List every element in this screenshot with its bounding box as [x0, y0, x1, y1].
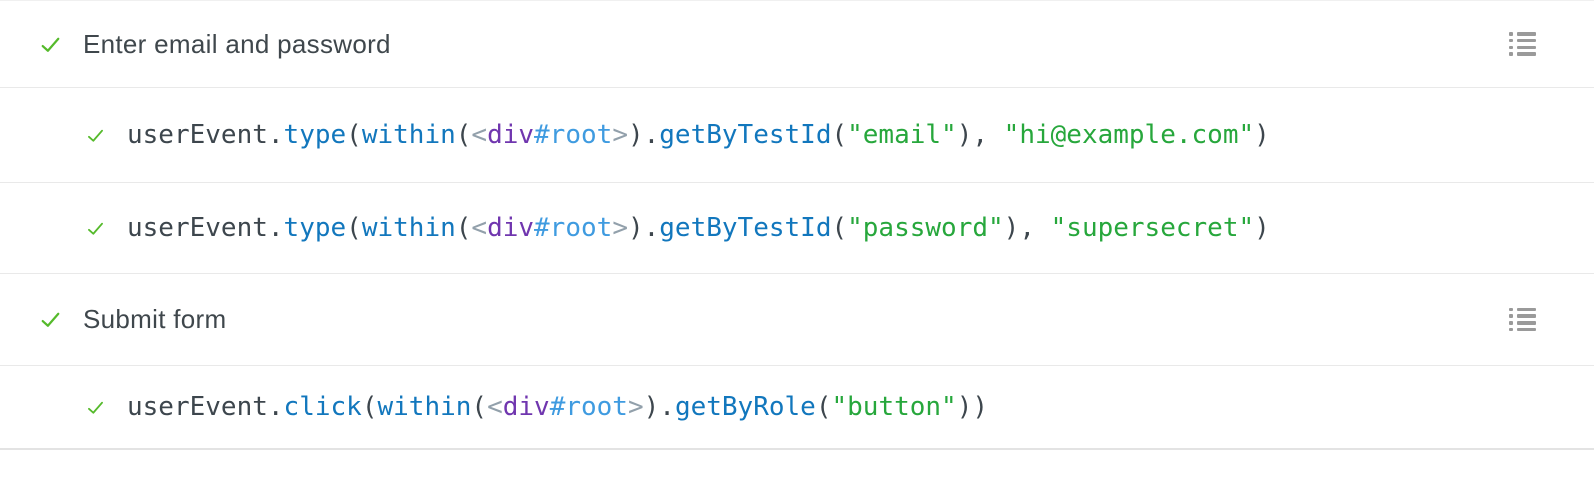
code-token-plain: ): [1254, 213, 1270, 243]
code-token-bracket: <: [471, 213, 488, 243]
step-row-submit-form[interactable]: Submit form: [0, 274, 1594, 366]
code-token-plain: ).: [627, 213, 660, 243]
code-token-bracket: >: [627, 392, 644, 422]
code-token-plain: (: [346, 213, 362, 243]
code-token-plain: (: [831, 213, 848, 243]
check-icon: [38, 32, 63, 57]
assertion-row[interactable]: userEvent.type(within(<div#root>).getByT…: [0, 183, 1594, 274]
code-token-plain: ),: [1003, 213, 1051, 243]
code-token-bracket: <: [487, 392, 503, 422]
code-token-method: click: [283, 392, 362, 422]
code-token-string: "email": [847, 120, 957, 150]
code-token-tag: div: [487, 120, 535, 150]
code-line: userEvent.click(within(<div#root>).getBy…: [127, 392, 988, 422]
code-token-plain: (: [361, 392, 378, 422]
code-token-method: within: [361, 213, 456, 243]
code-token-plain: userEvent.: [127, 392, 284, 422]
code-token-method: type: [283, 213, 347, 243]
code-token-string: "password": [847, 213, 1004, 243]
code-token-tag: div: [502, 392, 550, 422]
code-token-method: getByRole: [674, 392, 816, 422]
code-token-plain: ),: [956, 120, 1004, 150]
code-token-tag: div: [487, 213, 535, 243]
code-line: userEvent.type(within(<div#root>).getByT…: [127, 120, 1270, 150]
code-token-bracket: <: [471, 120, 488, 150]
list-icon-line: [1509, 314, 1536, 318]
code-token-string: "supersecret": [1050, 213, 1255, 243]
test-steps-panel: Enter email and password userEvent.type(…: [0, 0, 1594, 450]
code-token-id: #root: [534, 213, 613, 243]
check-icon: [38, 307, 63, 332]
check-icon: [85, 125, 106, 146]
code-token-method: within: [377, 392, 472, 422]
list-icon-line: [1509, 38, 1536, 43]
code-token-plain: (: [831, 120, 848, 150]
code-token-plain: ).: [627, 120, 660, 150]
assertion-row[interactable]: userEvent.click(within(<div#root>).getBy…: [0, 366, 1594, 450]
list-icon[interactable]: [1509, 32, 1536, 56]
code-token-plain: (: [455, 120, 472, 150]
list-icon-line: [1509, 307, 1536, 311]
code-token-id: #root: [534, 120, 613, 150]
list-icon-line: [1509, 45, 1536, 50]
assertion-row[interactable]: userEvent.type(within(<div#root>).getByT…: [0, 88, 1594, 183]
code-token-string: "hi@example.com": [1003, 120, 1255, 150]
step-row-enter-email-and-password[interactable]: Enter email and password: [0, 1, 1594, 88]
code-token-method: getByTestId: [659, 120, 832, 150]
check-icon: [85, 397, 106, 418]
list-icon-line: [1509, 32, 1536, 36]
code-token-plain: (: [471, 392, 488, 422]
step-label: Enter email and password: [83, 28, 391, 59]
list-icon[interactable]: [1509, 307, 1536, 332]
code-token-bracket: >: [612, 120, 628, 150]
code-token-id: #root: [549, 392, 628, 422]
code-token-bracket: >: [612, 213, 628, 243]
code-token-method: type: [283, 120, 347, 150]
code-line: userEvent.type(within(<div#root>).getByT…: [127, 213, 1270, 243]
code-token-plain: userEvent.: [127, 213, 284, 243]
code-token-string: "button": [831, 392, 957, 422]
code-token-plain: userEvent.: [127, 120, 284, 150]
code-token-method: within: [361, 120, 456, 150]
code-token-plain: (: [455, 213, 472, 243]
code-token-plain: ).: [643, 392, 675, 422]
list-icon-line: [1509, 327, 1536, 332]
code-token-method: getByTestId: [659, 213, 832, 243]
code-token-plain: )): [956, 392, 989, 422]
list-icon-line: [1509, 52, 1536, 56]
list-icon-line: [1509, 321, 1536, 325]
check-icon: [85, 218, 106, 239]
code-token-plain: (: [815, 392, 832, 422]
step-label: Submit form: [83, 304, 227, 334]
code-token-plain: ): [1254, 120, 1270, 150]
code-token-plain: (: [346, 120, 362, 150]
